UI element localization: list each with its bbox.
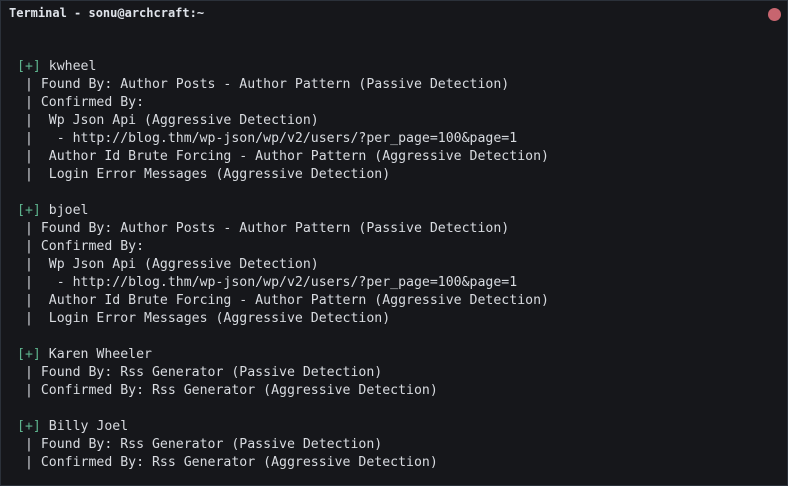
line-text: bjoel bbox=[40, 203, 89, 218]
line-text: Karen Wheeler bbox=[40, 347, 152, 362]
output-line: | Found By: Author Posts - Author Patter… bbox=[17, 76, 549, 94]
result-marker: [+] bbox=[17, 419, 41, 434]
output-line: | Found By: Rss Generator (Passive Detec… bbox=[17, 364, 549, 382]
line-text: | Found By: Author Posts - Author Patter… bbox=[17, 221, 510, 236]
line-text: | Wp Json Api (Aggressive Detection) bbox=[17, 257, 319, 272]
line-text: | Found By: Rss Generator (Passive Detec… bbox=[17, 365, 383, 380]
line-text: kwheel bbox=[40, 59, 97, 74]
line-text: | Confirmed By: bbox=[17, 239, 145, 254]
output-line: | Confirmed By: Rss Generator (Aggressiv… bbox=[17, 454, 549, 472]
terminal-output[interactable]: [+] kwheel | Found By: Author Posts - Au… bbox=[17, 58, 549, 472]
output-line: | Login Error Messages (Aggressive Detec… bbox=[17, 310, 549, 328]
line-text: | Confirmed By: Rss Generator (Aggressiv… bbox=[17, 383, 438, 398]
output-line bbox=[17, 328, 549, 346]
line-text: | Confirmed By: Rss Generator (Aggressiv… bbox=[17, 455, 438, 470]
result-marker: [+] bbox=[17, 203, 41, 218]
title-bar[interactable]: Terminal - sonu@archcraft:~ bbox=[1, 1, 787, 27]
output-line: | Login Error Messages (Aggressive Detec… bbox=[17, 166, 549, 184]
output-line: [+] kwheel bbox=[17, 58, 549, 76]
result-marker: [+] bbox=[17, 347, 41, 362]
line-text: Billy Joel bbox=[40, 419, 129, 434]
output-line: | Wp Json Api (Aggressive Detection) bbox=[17, 112, 549, 130]
output-line: | Confirmed By: Rss Generator (Aggressiv… bbox=[17, 382, 549, 400]
line-text: | Found By: Author Posts - Author Patter… bbox=[17, 77, 510, 92]
line-text: | - http://blog.thm/wp-json/wp/v2/users/… bbox=[17, 275, 518, 290]
line-text: | Author Id Brute Forcing - Author Patte… bbox=[17, 293, 549, 308]
line-text: | Wp Json Api (Aggressive Detection) bbox=[17, 113, 319, 128]
line-text: | Login Error Messages (Aggressive Detec… bbox=[17, 167, 391, 182]
output-line: | Confirmed By: bbox=[17, 238, 549, 256]
close-button[interactable] bbox=[768, 8, 781, 21]
output-line: | - http://blog.thm/wp-json/wp/v2/users/… bbox=[17, 130, 549, 148]
result-marker: [+] bbox=[17, 59, 41, 74]
output-line: | Author Id Brute Forcing - Author Patte… bbox=[17, 148, 549, 166]
line-text: | Found By: Rss Generator (Passive Detec… bbox=[17, 437, 383, 452]
window-title: Terminal - sonu@archcraft:~ bbox=[9, 6, 205, 20]
output-line: | Confirmed By: bbox=[17, 94, 549, 112]
output-line: | Author Id Brute Forcing - Author Patte… bbox=[17, 292, 549, 310]
line-text: | Author Id Brute Forcing - Author Patte… bbox=[17, 149, 549, 164]
output-line: [+] Billy Joel bbox=[17, 418, 549, 436]
output-line: | Found By: Author Posts - Author Patter… bbox=[17, 220, 549, 238]
output-line: | - http://blog.thm/wp-json/wp/v2/users/… bbox=[17, 274, 549, 292]
output-line: [+] Karen Wheeler bbox=[17, 346, 549, 364]
output-line bbox=[17, 400, 549, 418]
line-text: | - http://blog.thm/wp-json/wp/v2/users/… bbox=[17, 131, 518, 146]
line-text: | Login Error Messages (Aggressive Detec… bbox=[17, 311, 391, 326]
line-text: | Confirmed By: bbox=[17, 95, 145, 110]
output-line: | Wp Json Api (Aggressive Detection) bbox=[17, 256, 549, 274]
output-line: [+] bjoel bbox=[17, 202, 549, 220]
output-line bbox=[17, 184, 549, 202]
output-line: | Found By: Rss Generator (Passive Detec… bbox=[17, 436, 549, 454]
